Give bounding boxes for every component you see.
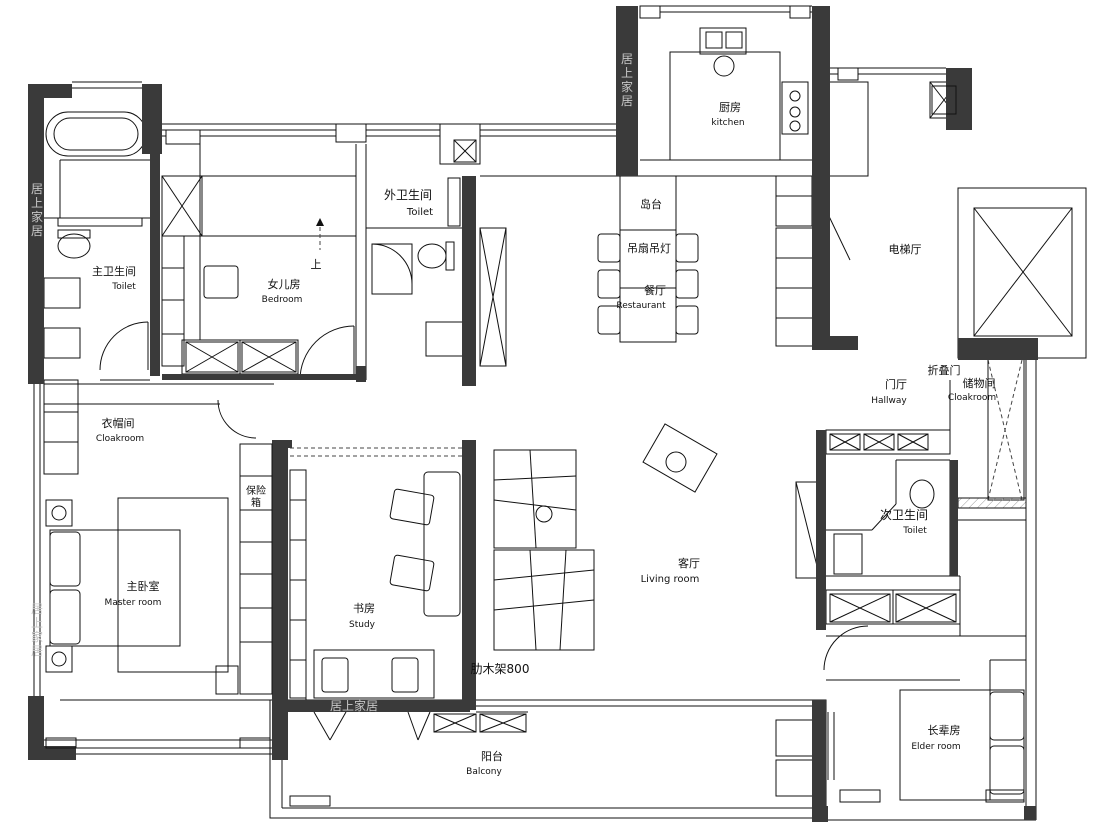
elder-room-label-zh: 长辈房 xyxy=(927,724,961,737)
master-room-label-en: Master room xyxy=(104,598,162,608)
master-bath-label-en: Toilet xyxy=(112,282,136,292)
watermark-study: 居上家居 xyxy=(330,699,379,713)
fan-lamp-label: 吊扇吊灯 xyxy=(627,242,671,255)
elevator-hall-fixtures xyxy=(775,81,959,347)
hallway-label-zh: 门厅 xyxy=(885,378,907,391)
living-furniture xyxy=(493,423,718,651)
master-bath-fixtures xyxy=(43,111,149,371)
cabinets xyxy=(45,85,1025,807)
storage-label-zh: 储物间 xyxy=(962,377,996,390)
restaurant-label-en: Restaurant xyxy=(616,301,666,311)
dashed-lines xyxy=(290,220,1023,501)
study-furniture xyxy=(305,470,461,700)
guest-bath-label-en: Toilet xyxy=(406,207,434,218)
study-label-zh: 书房 xyxy=(353,602,375,615)
walls xyxy=(28,6,1038,822)
hallway-label-en: Hallway xyxy=(871,396,907,406)
folding-door-label: 折叠门 xyxy=(927,364,961,377)
elder-room-label-en: Elder room xyxy=(911,742,961,752)
wallbars-label: 肋木架800 xyxy=(470,662,530,676)
island-label: 岛台 xyxy=(640,198,662,211)
daughter-room-fixtures xyxy=(161,175,355,439)
living-room-label-en: Living room xyxy=(640,574,700,585)
balcony-label-zh: 阳台 xyxy=(481,750,503,763)
master-room-label-zh: 主卧室 xyxy=(126,580,160,593)
balcony-label-en: Balcony xyxy=(466,767,502,777)
elevator-hall-label: 电梯厅 xyxy=(888,243,922,256)
up-arrow-label: 上 xyxy=(310,258,322,271)
kitchen-fixtures xyxy=(640,27,813,227)
watermark-left-top: 居上家居 xyxy=(30,182,43,238)
restaurant-label-zh: 餐厅 xyxy=(644,284,666,297)
daughter-room-label-zh: 女儿房 xyxy=(267,278,301,291)
wardrobe-column xyxy=(161,235,835,780)
storage-label-en: Cloakroom xyxy=(947,393,997,403)
thin-lines xyxy=(33,5,1087,821)
study-label-en: Study xyxy=(349,620,375,630)
guest-bath-label-zh: 外卫生间 xyxy=(383,188,433,202)
cloakroom-label-zh: 衣帽间 xyxy=(101,417,135,430)
master-bath-label-zh: 主卫生间 xyxy=(92,265,136,278)
kitchen-label-zh: 厨房 xyxy=(719,101,741,114)
watermark-kitchen: 居上家居 xyxy=(620,52,633,108)
window-frames xyxy=(165,5,859,165)
second-bath-label-en: Toilet xyxy=(903,526,927,536)
safe-label: 保险箱 xyxy=(246,486,266,509)
master-bed xyxy=(43,379,239,695)
watermark-left-bottom: 居上家居 xyxy=(30,602,43,658)
up-arrow-head xyxy=(316,218,324,226)
kitchen-label-en: kitchen xyxy=(711,118,745,128)
second-bath-label-zh: 次卫生间 xyxy=(879,508,929,522)
daughter-room-label-en: Bedroom xyxy=(261,295,303,305)
living-room-label-zh: 客厅 xyxy=(678,557,700,570)
dining-set xyxy=(597,229,699,343)
cloakroom-label-en: Cloakroom xyxy=(95,434,145,444)
guest-bath-fixtures xyxy=(371,177,507,367)
